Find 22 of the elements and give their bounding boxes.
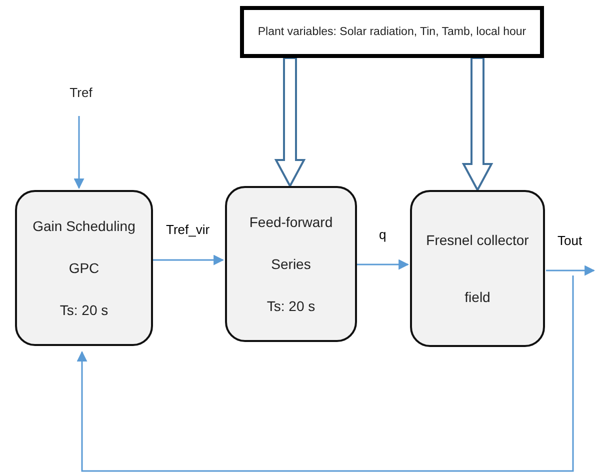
process-box (15, 190, 153, 346)
arrow (76, 276, 574, 472)
arrow (357, 259, 410, 270)
block-arrow (462, 57, 494, 192)
box-text: Plant variables: Solar radiation, Tin, Tamb, local hour (258, 26, 526, 38)
arrow (546, 265, 596, 276)
arrow (74, 116, 84, 190)
box-text: Ts: 20 s (60, 302, 108, 318)
box-text: field (464, 288, 490, 305)
box-text: Gain Scheduling (32, 218, 136, 234)
block-arrow (274, 57, 306, 188)
box-text: Feed-forward (249, 214, 333, 230)
edge-label: Tref_vir (164, 222, 212, 237)
variables-box (240, 6, 544, 58)
box-text: Fresnel collector (426, 232, 529, 248)
box-text: Ts: 20 s (266, 298, 316, 314)
process-box (410, 190, 545, 347)
arrow (153, 254, 224, 266)
box-text: GPC (68, 260, 100, 276)
process-box (225, 186, 357, 342)
box-text: Series (271, 256, 311, 272)
input-label: Tref (64, 80, 98, 104)
